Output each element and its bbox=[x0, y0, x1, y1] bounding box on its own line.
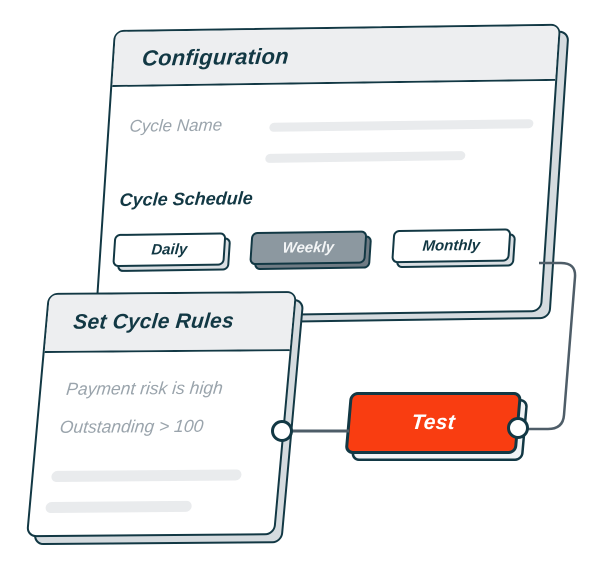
schedule-option-daily-label: Daily bbox=[150, 240, 188, 259]
schedule-option-weekly-label: Weekly bbox=[282, 238, 335, 257]
schedule-option-daily-button[interactable]: Daily bbox=[112, 232, 227, 268]
cycle-name-skeleton-bar bbox=[269, 119, 534, 132]
set-cycle-rules-card-header: Set Cycle Rules bbox=[44, 293, 295, 354]
schedule-option-monthly-button[interactable]: Monthly bbox=[391, 228, 512, 264]
test-button[interactable]: Test bbox=[344, 392, 522, 454]
configuration-card-title: Configuration bbox=[141, 43, 290, 71]
schedule-option-weekly-button[interactable]: Weekly bbox=[249, 230, 368, 266]
cycle-name-skeleton-bar bbox=[265, 151, 466, 163]
rule-text-outstanding: Outstanding > 100 bbox=[59, 415, 205, 437]
rule-skeleton-bar bbox=[50, 469, 242, 482]
set-cycle-rules-card: Set Cycle Rules Payment risk is high Out… bbox=[25, 291, 297, 538]
cycle-schedule-label: Cycle Schedule bbox=[119, 188, 254, 210]
schedule-option-monthly-label: Monthly bbox=[421, 236, 481, 255]
rule-text-payment-risk: Payment risk is high bbox=[65, 377, 224, 399]
set-cycle-rules-card-title: Set Cycle Rules bbox=[72, 309, 235, 334]
configuration-card-header: Configuration bbox=[112, 25, 559, 88]
configuration-card: Configuration Cycle Name Cycle Schedule … bbox=[94, 23, 561, 319]
test-button-label: Test bbox=[410, 411, 457, 434]
cycle-name-label: Cycle Name bbox=[128, 115, 223, 136]
rule-skeleton-bar bbox=[45, 500, 193, 514]
